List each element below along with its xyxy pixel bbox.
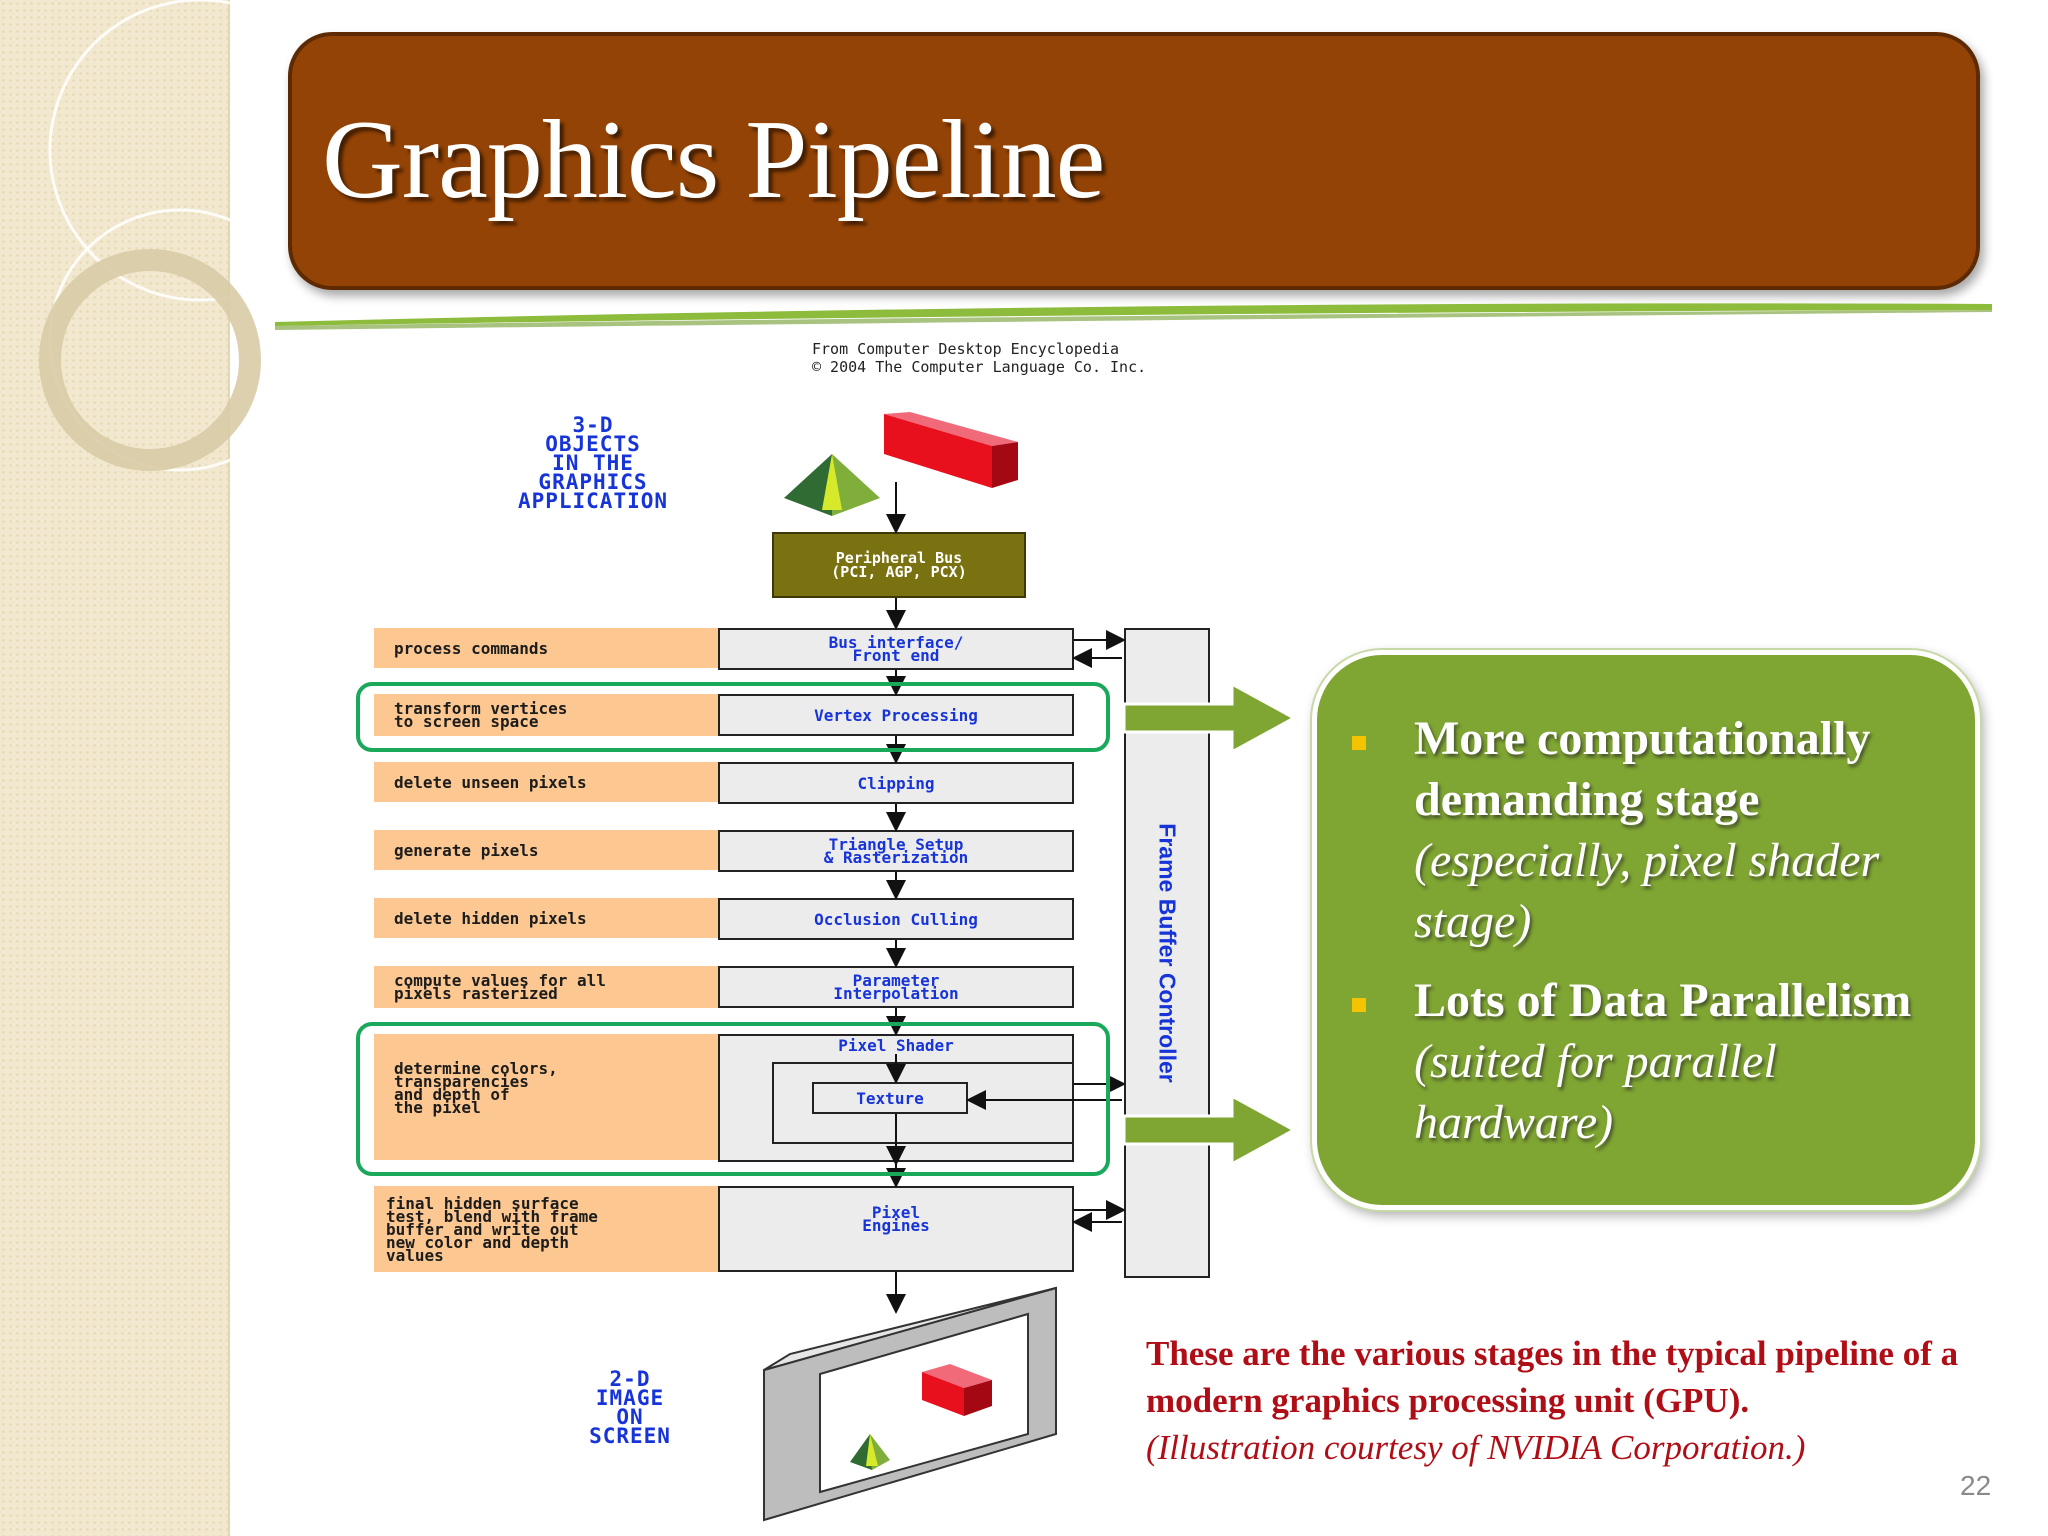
frame-buffer-controller	[1124, 628, 1210, 1278]
credit-line-1: From Computer Desktop Encyclopedia	[812, 340, 1120, 358]
callout-point-2-italic: (suited for parallel hardware)	[1414, 1035, 1777, 1149]
bullet-icon	[1352, 998, 1366, 1012]
row-desc-final-hidden: final hidden surface test, blend with fr…	[374, 1186, 720, 1272]
arrow-icon	[1122, 1093, 1298, 1167]
row-desc-delete-hidden: delete hidden pixels	[374, 898, 720, 938]
highlight-pixel-shader	[356, 1022, 1110, 1176]
cone-icon	[784, 454, 880, 516]
stage-bus-interface: Bus interface/ Front end	[718, 628, 1074, 670]
figure-caption-bold: These are the various stages in the typi…	[1146, 1334, 1959, 1420]
stage-parameter-interpolation: Parameter Interpolation	[718, 966, 1074, 1008]
credit-line-2: © 2004 The Computer Language Co. Inc.	[812, 358, 1147, 376]
stage-pixel-engines: Pixel Engines	[718, 1186, 1074, 1272]
row-desc-delete-unseen: delete unseen pixels	[374, 762, 720, 802]
stage-vertex-processing: Vertex Processing	[718, 694, 1074, 736]
row-desc-determine-colors: determine colors, transparencies and dep…	[374, 1034, 720, 1160]
highlight-vertex-processing	[356, 682, 1110, 752]
stage-triangle-setup: Triangle Setup & Rasterization	[718, 830, 1074, 872]
figure-caption-italic: (Illustration courtesy of NVIDIA Corpora…	[1146, 1428, 1806, 1467]
pixel-shader-loop	[772, 1062, 1072, 1144]
callout-point-2: Lots of Data Parallelism (suited for par…	[1414, 970, 1974, 1153]
monitor-icon	[763, 1286, 1057, 1522]
top-caption: 3-D OBJECTS IN THE GRAPHICS APPLICATION	[517, 413, 669, 513]
row-desc-transform-vertices: transform vertices to screen space	[374, 694, 720, 736]
stage-pixel-shader: Pixel Shader	[838, 1036, 954, 1055]
row-desc-process-commands: process commands	[374, 628, 720, 668]
stage-clipping: Clipping	[718, 762, 1074, 804]
peripheral-bus-box: Peripheral Bus (PCI, AGP, PCX)	[772, 532, 1026, 598]
figure-caption: These are the various stages in the typi…	[1146, 1330, 2006, 1471]
slide-title: Graphics Pipeline	[322, 98, 1105, 222]
bottom-caption: 2-D IMAGE ON SCREEN	[589, 1367, 671, 1448]
title-band	[288, 32, 1980, 290]
box-icon	[884, 412, 1018, 488]
decorative-rings	[39, 0, 300, 472]
frame-buffer-label: Frame Buffer Controller	[1154, 823, 1181, 1083]
arrow-icon	[1122, 681, 1298, 755]
page-number: 22	[1960, 1470, 1992, 1501]
divider-swoosh	[275, 303, 1992, 330]
stage-occlusion-culling: Occlusion Culling	[718, 898, 1074, 940]
row-desc-generate-pixels: generate pixels	[374, 830, 720, 870]
diagram-credit: From Computer Desktop Encyclopedia © 200…	[812, 340, 1146, 376]
bullet-icon	[1352, 736, 1366, 750]
callout-point-2-bold: Lots of Data Parallelism	[1414, 974, 1912, 1027]
callout-point-1-italic: (especially, pixel shader stage)	[1414, 834, 1880, 948]
callout-box	[1312, 650, 1980, 1210]
callout-point-1-bold: More computationally demanding stage	[1414, 712, 1871, 826]
callout-point-1: More computationally demanding stage (es…	[1414, 708, 1974, 952]
row-desc-compute-values: compute values for all pixels rasterized	[374, 966, 720, 1008]
